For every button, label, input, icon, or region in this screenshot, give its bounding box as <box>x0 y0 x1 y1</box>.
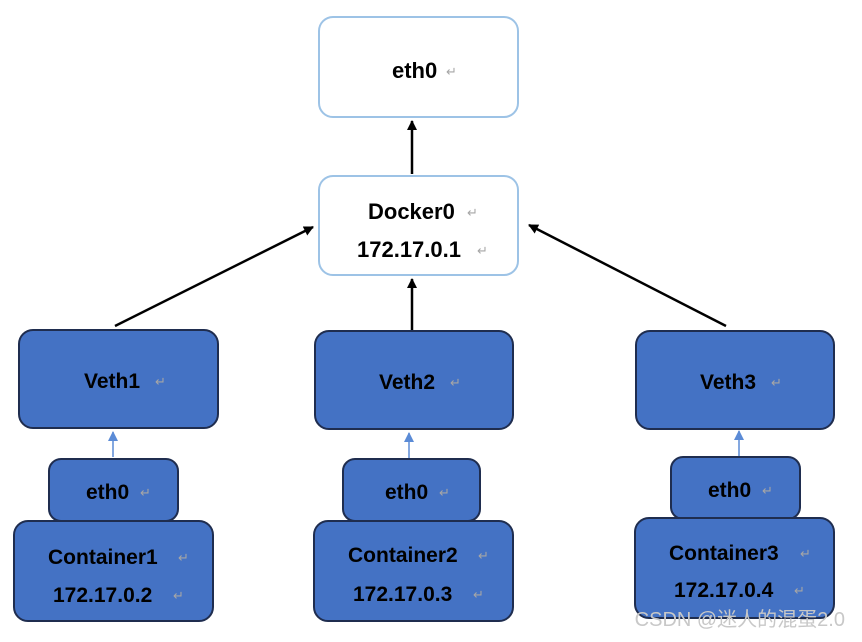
bridge-name-label: Docker0 <box>368 199 455 224</box>
arrow-veth3-to-bridge <box>528 223 727 328</box>
return-mark: ↵ <box>771 376 782 391</box>
container1-ip-label: 172.17.0.2 <box>53 584 152 607</box>
container-group-1: Veth1 ↵ eth0 ↵ Container1 ↵ 172.17.0.2 ↵ <box>13 329 219 622</box>
return-mark: ↵ <box>446 65 457 80</box>
docker0-bridge-node: Docker0 ↵ 172.17.0.1 ↵ <box>318 175 519 276</box>
bridge-ip-label: 172.17.0.1 <box>357 237 461 262</box>
return-mark: ↵ <box>173 589 184 604</box>
return-mark: ↵ <box>178 551 189 566</box>
return-mark: ↵ <box>800 547 811 562</box>
return-mark: ↵ <box>439 486 450 501</box>
return-mark: ↵ <box>450 376 461 391</box>
veth2-label: Veth2 <box>379 371 435 394</box>
return-mark: ↵ <box>794 584 805 599</box>
container-group-3: Veth3 ↵ eth0 ↵ Container3 ↵ 172.17.0.4 ↵ <box>634 330 835 619</box>
veth3-label: Veth3 <box>700 371 756 394</box>
container3-eth0-label: eth0 <box>708 479 751 502</box>
host-eth0-label: eth0 <box>392 58 437 83</box>
container1-eth0-label: eth0 <box>86 481 129 504</box>
return-mark: ↵ <box>467 206 478 221</box>
return-mark: ↵ <box>477 244 488 259</box>
veth1-label: Veth1 <box>84 370 140 393</box>
arrow-veth1-to-bridge <box>114 225 314 328</box>
csdn-watermark: CSDN @迷人的混蛋2.0 <box>635 608 845 631</box>
container2-eth0-label: eth0 <box>385 481 428 504</box>
return-mark: ↵ <box>478 549 489 564</box>
container3-name-label: Container3 <box>669 542 779 565</box>
host-eth0-node: eth0 ↵ <box>318 16 519 118</box>
return-mark: ↵ <box>473 588 484 603</box>
return-mark: ↵ <box>140 486 151 501</box>
container2-ip-label: 172.17.0.3 <box>353 583 452 606</box>
return-mark: ↵ <box>155 375 166 390</box>
container3-ip-label: 172.17.0.4 <box>674 579 774 602</box>
container1-name-label: Container1 <box>48 546 158 569</box>
return-mark: ↵ <box>762 484 773 499</box>
container-group-2: Veth2 ↵ eth0 ↵ Container2 ↵ 172.17.0.3 ↵ <box>313 330 514 622</box>
container2-name-label: Container2 <box>348 544 458 567</box>
